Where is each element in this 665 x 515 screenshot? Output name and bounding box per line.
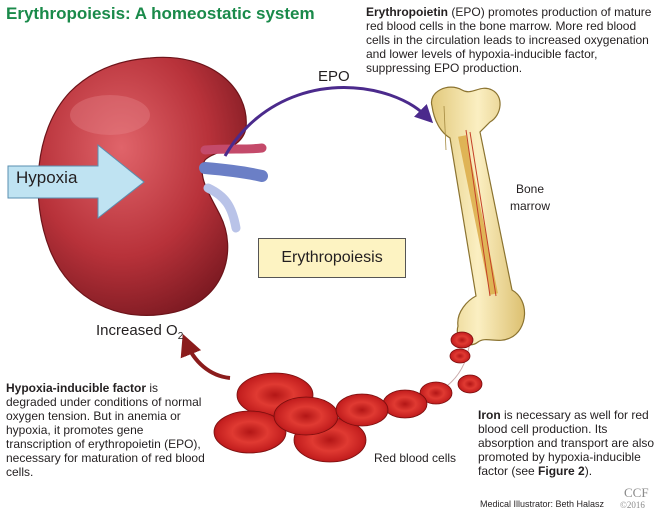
epo-description-text: (EPO) promotes production of mature red … xyxy=(366,5,652,75)
increased-o2-arrow xyxy=(180,333,231,380)
red-blood-cells-illustration xyxy=(213,331,483,463)
hif-description-bold: Hypoxia-inducible factor xyxy=(6,381,147,395)
epo-label: EPO xyxy=(318,68,350,85)
hypoxia-label: Hypoxia xyxy=(16,168,78,187)
epo-arrow xyxy=(223,86,434,157)
increased-o2-text: Increased O xyxy=(96,322,178,339)
iron-description: Iron is necessary as well for red blood … xyxy=(478,408,658,478)
page-title: Erythropoiesis: A homeostatic system xyxy=(6,4,315,23)
figure-reference: Figure 2 xyxy=(538,464,585,478)
bone-marrow-label: Bone marrow xyxy=(509,182,550,213)
erythropoiesis-label: Erythropoiesis xyxy=(281,249,383,266)
bone-illustration xyxy=(430,86,526,346)
red-blood-cells-label: Red blood cells xyxy=(374,451,457,465)
epo-description-bold: Erythropoietin xyxy=(366,5,449,19)
o2-subscript: 2 xyxy=(177,331,184,342)
ccf-logo: CCF xyxy=(624,485,649,500)
increased-o2-label: Increased O2 xyxy=(96,322,183,342)
illustrator-credit: Medical Illustrator: Beth Halasz xyxy=(480,499,605,509)
hif-description-text: is degraded under conditions of normal o… xyxy=(6,381,205,479)
iron-description-end: ). xyxy=(584,464,593,478)
erythropoiesis-box: Erythropoiesis xyxy=(258,238,406,278)
epo-description: Erythropoietin (EPO) promotes production… xyxy=(366,5,658,75)
hypoxia-arrow xyxy=(7,143,145,220)
kidney-illustration xyxy=(37,56,268,316)
iron-description-text: is necessary as well for red blood cell … xyxy=(478,408,655,478)
copyright-year: ©2016 xyxy=(620,500,645,510)
iron-description-bold: Iron xyxy=(478,408,501,422)
hif-description: Hypoxia-inducible factor is degraded und… xyxy=(6,381,211,479)
